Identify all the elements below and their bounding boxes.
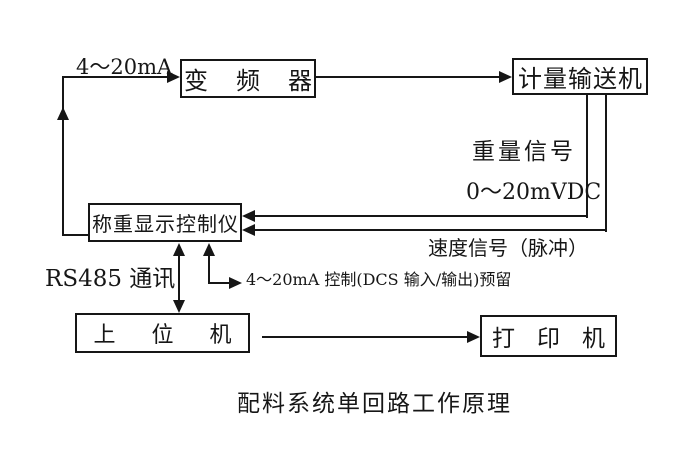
connector-rs485	[178, 252, 180, 304]
node-inverter: 变频器	[180, 59, 316, 98]
node-conveyor-label: 计量输送机	[518, 65, 643, 93]
label-weight-range: 0～20mVDC	[466, 180, 602, 205]
connector-inverter-conveyor	[316, 76, 500, 78]
label-dcs-reserved: 4～20mA 控制(DCS 输入/输出)预留	[246, 270, 512, 289]
arrowhead-rs485-down-icon	[173, 300, 185, 313]
arrowhead-weight-into-controller-icon	[242, 210, 255, 222]
connector-speed-horizontal	[254, 229, 607, 231]
node-conveyor: 计量输送机	[512, 58, 648, 95]
node-printer-label: 打印机	[492, 326, 627, 352]
arrowhead-into-printer-icon	[467, 331, 480, 343]
connector-dcs-vertical	[208, 252, 210, 284]
connector-weight-vertical	[586, 94, 588, 218]
label-weight-signal: 重量信号	[472, 139, 576, 165]
label-speed-signal: 速度信号（脉冲）	[428, 236, 588, 260]
connector-host-printer	[262, 336, 468, 338]
connector-speed-vertical	[605, 94, 607, 232]
label-current-loop: 4～20mA	[76, 55, 173, 79]
node-controller-label: 称重显示控制仪	[92, 212, 239, 236]
node-printer: 打印机	[480, 315, 617, 357]
arrowhead-into-conveyor-icon	[499, 71, 512, 83]
node-host-label: 上位机	[93, 323, 268, 348]
arrowhead-dcs-right-icon	[229, 277, 242, 289]
connector-weight-horizontal	[254, 215, 588, 217]
arrowhead-speed-into-controller-icon	[242, 224, 255, 236]
node-host: 上位机	[75, 313, 250, 353]
arrowhead-into-inverter-icon	[167, 71, 180, 83]
arrowhead-dcs-up-icon	[203, 243, 215, 256]
node-controller: 称重显示控制仪	[88, 203, 242, 242]
arrowhead-up-icon	[57, 107, 69, 120]
connector-current-loop-foot	[62, 234, 89, 236]
connector-current-loop-top	[62, 76, 168, 78]
label-rs485: RS485 通讯	[45, 266, 176, 292]
connector-dcs-horizontal	[208, 282, 231, 284]
diagram-title: 配料系统单回路工作原理	[237, 391, 512, 417]
connector-current-loop-vertical	[62, 76, 64, 236]
arrowhead-rs485-up-icon	[173, 243, 185, 256]
node-inverter-label: 变频器	[184, 67, 340, 95]
